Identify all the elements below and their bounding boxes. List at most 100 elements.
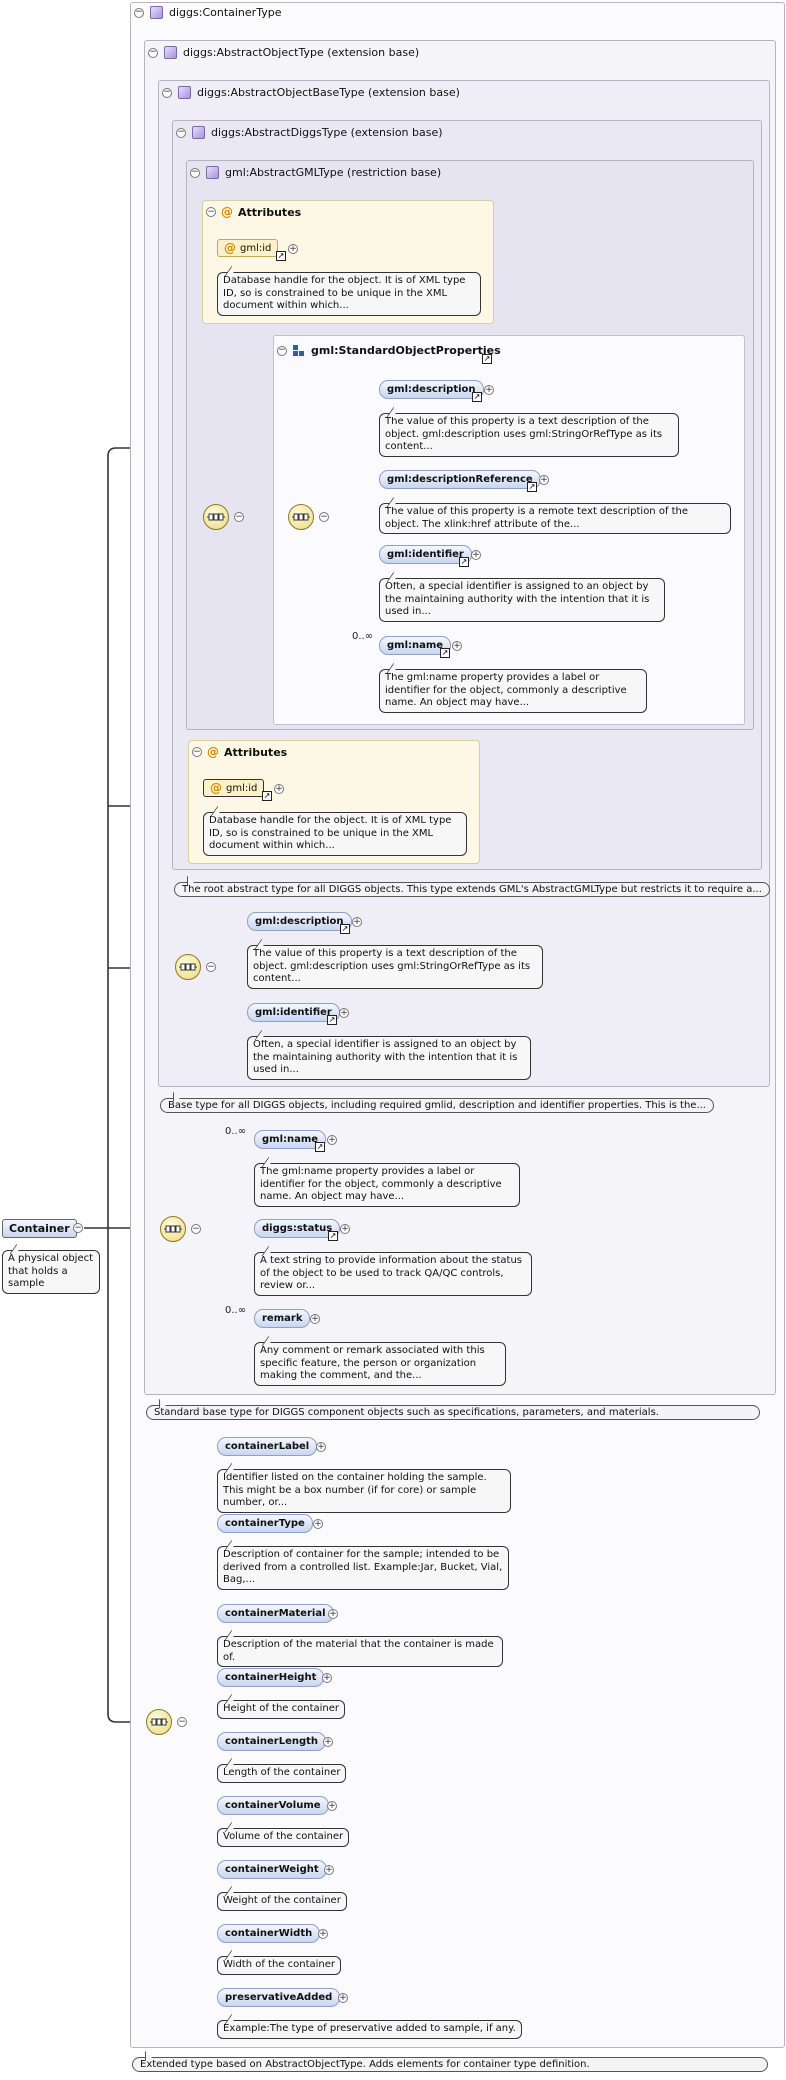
sequence-collapse-toggle[interactable]: − [177,1717,187,1727]
container-volume-desc: Volume of the container [217,1828,350,1847]
element-preservative-added[interactable]: preservativeAdded [217,1988,341,2007]
container-weight-desc: Weight of the container [217,1892,347,1911]
element-container-width[interactable]: containerWidth [217,1924,321,1943]
reference-arrow-icon[interactable]: ↗ [327,1015,337,1025]
expand-plus-icon[interactable]: + [327,1135,337,1145]
sequence-icon[interactable] [175,954,201,980]
diggs-attributes-header[interactable]: − @ Attributes [192,745,288,759]
attribute-at-icon: @ [221,205,233,219]
expand-plus-icon[interactable]: + [313,1519,323,1529]
occurrence-label: 0..∞ [225,1126,247,1137]
reference-arrow-icon[interactable]: ↗ [262,791,272,801]
gml-id-attribute[interactable]: @ gml:id [217,239,279,257]
element-container-weight[interactable]: containerWeight [217,1860,327,1879]
expand-plus-icon[interactable]: + [324,1865,334,1875]
expand-plus-icon[interactable]: + [322,1673,332,1683]
reference-arrow-icon[interactable]: ↗ [340,924,350,934]
expand-plus-icon[interactable]: + [310,1314,320,1324]
element-gml-description[interactable]: gml:description [379,380,484,399]
container-height-desc: Height of the container [217,1700,346,1719]
sequence-collapse-toggle[interactable]: − [319,512,329,522]
element-container-length[interactable]: containerLength [217,1732,327,1751]
gml-description-desc: The value of this property is a text des… [379,413,679,457]
collapse-toggle-icon[interactable]: − [192,746,202,757]
collapse-toggle-icon[interactable]: − [134,7,144,18]
sequence-icon[interactable] [288,504,314,530]
abstract-object-type-header[interactable]: − diggs:AbstractObjectType (extension ba… [148,46,420,59]
element-container-label[interactable]: containerLabel [217,1437,318,1456]
container-width-desc: Width of the container [217,1956,342,1975]
element-gml-identifier[interactable]: gml:identifier [379,545,472,564]
container-length-desc: Length of the container [217,1764,347,1783]
abstract-gml-type-header[interactable]: − gml:AbstractGMLType (restriction base) [190,166,442,179]
root-element-container[interactable]: Container [2,1219,77,1238]
sequence-collapse-toggle[interactable]: − [191,1224,201,1234]
reference-arrow-icon[interactable]: ↗ [527,482,537,492]
abstract-object-base-type-caption: Base type for all DIGGS objects, includi… [160,1098,714,1113]
collapse-toggle-icon[interactable]: − [162,87,172,98]
expand-plus-icon[interactable]: + [539,475,549,485]
container-type-desc: Description of container for the sample;… [217,1546,509,1590]
expand-plus-icon[interactable]: + [339,1008,349,1018]
occurrence-label: 0..∞ [352,631,374,642]
abstract-diggs-type-caption: The root abstract type for all DIGGS obj… [174,882,770,897]
expand-plus-icon[interactable]: + [452,641,462,651]
abstract-diggs-type-header[interactable]: − diggs:AbstractDiggsType (extension bas… [176,126,443,139]
sequence-icon[interactable] [160,1216,186,1242]
expand-plus-icon[interactable]: + [340,1224,350,1234]
element-base-gml-identifier[interactable]: gml:identifier [247,1003,340,1022]
diggs-gml-id-attribute[interactable]: @ gml:id [203,779,265,797]
container-type-caption: Extended type based on AbstractObjectTyp… [132,2057,768,2072]
attribute-at-icon: @ [224,241,236,255]
reference-arrow-icon[interactable]: ↗ [482,354,492,364]
reference-arrow-icon[interactable]: ↗ [328,1231,338,1241]
expand-plus-icon[interactable]: + [274,784,284,794]
element-container-material[interactable]: containerMaterial [217,1604,334,1623]
collapse-toggle-icon[interactable]: − [190,167,200,178]
expand-plus-icon[interactable]: + [327,1801,337,1811]
complex-type-icon [178,86,191,99]
abstract-object-base-type-header[interactable]: − diggs:AbstractObjectBaseType (extensio… [162,86,460,99]
element-diggs-status[interactable]: diggs:status [254,1219,341,1238]
container-material-desc: Description of the material that the con… [217,1636,503,1667]
expand-plus-icon[interactable]: + [318,1929,328,1939]
expand-plus-icon[interactable]: + [471,550,481,560]
occurrence-label: 0..∞ [225,1305,247,1316]
element-gml-name-object[interactable]: gml:name [254,1130,327,1149]
expand-plus-icon[interactable]: + [338,1993,348,2003]
reference-arrow-icon[interactable]: ↗ [276,251,286,261]
reference-arrow-icon[interactable]: ↗ [459,557,469,567]
element-base-gml-description[interactable]: gml:description [247,912,352,931]
collapse-toggle-icon[interactable]: − [277,345,287,356]
sequence-collapse-toggle[interactable]: − [234,512,244,522]
element-container-volume[interactable]: containerVolume [217,1796,329,1815]
reference-arrow-icon[interactable]: ↗ [440,648,450,658]
attribute-at-icon: @ [207,745,219,759]
expand-plus-icon[interactable]: + [328,1609,338,1619]
expand-plus-icon[interactable]: + [352,917,362,927]
remark-desc: Any comment or remark associated with th… [254,1342,506,1386]
element-remark[interactable]: remark [254,1309,311,1328]
root-collapse-toggle[interactable]: − [73,1223,83,1233]
sequence-icon[interactable] [146,1709,172,1735]
expand-plus-icon[interactable]: + [484,385,494,395]
sequence-collapse-toggle[interactable]: − [206,962,216,972]
element-container-type[interactable]: containerType [217,1514,313,1533]
expand-plus-icon[interactable]: + [316,1442,326,1452]
expand-plus-icon[interactable]: + [288,244,298,254]
element-gml-description-reference[interactable]: gml:descriptionReference [379,470,541,489]
sequence-icon[interactable] [203,504,229,530]
collapse-toggle-icon[interactable]: − [148,47,158,58]
collapse-toggle-icon[interactable]: − [206,206,216,217]
element-container-height[interactable]: containerHeight [217,1668,325,1687]
collapse-toggle-icon[interactable]: − [176,127,186,138]
container-type-header[interactable]: − diggs:ContainerType [134,6,282,19]
gml-attributes-header[interactable]: − @ Attributes [206,205,302,219]
element-gml-name[interactable]: gml:name [379,636,452,655]
reference-arrow-icon[interactable]: ↗ [315,1142,325,1152]
standard-object-properties-header[interactable]: − gml:StandardObjectProperties [277,344,501,357]
attribute-at-icon: @ [210,781,222,795]
reference-arrow-icon[interactable]: ↗ [472,392,482,402]
gml-id-description: Database handle for the object. It is of… [217,272,481,316]
expand-plus-icon[interactable]: + [323,1737,333,1747]
